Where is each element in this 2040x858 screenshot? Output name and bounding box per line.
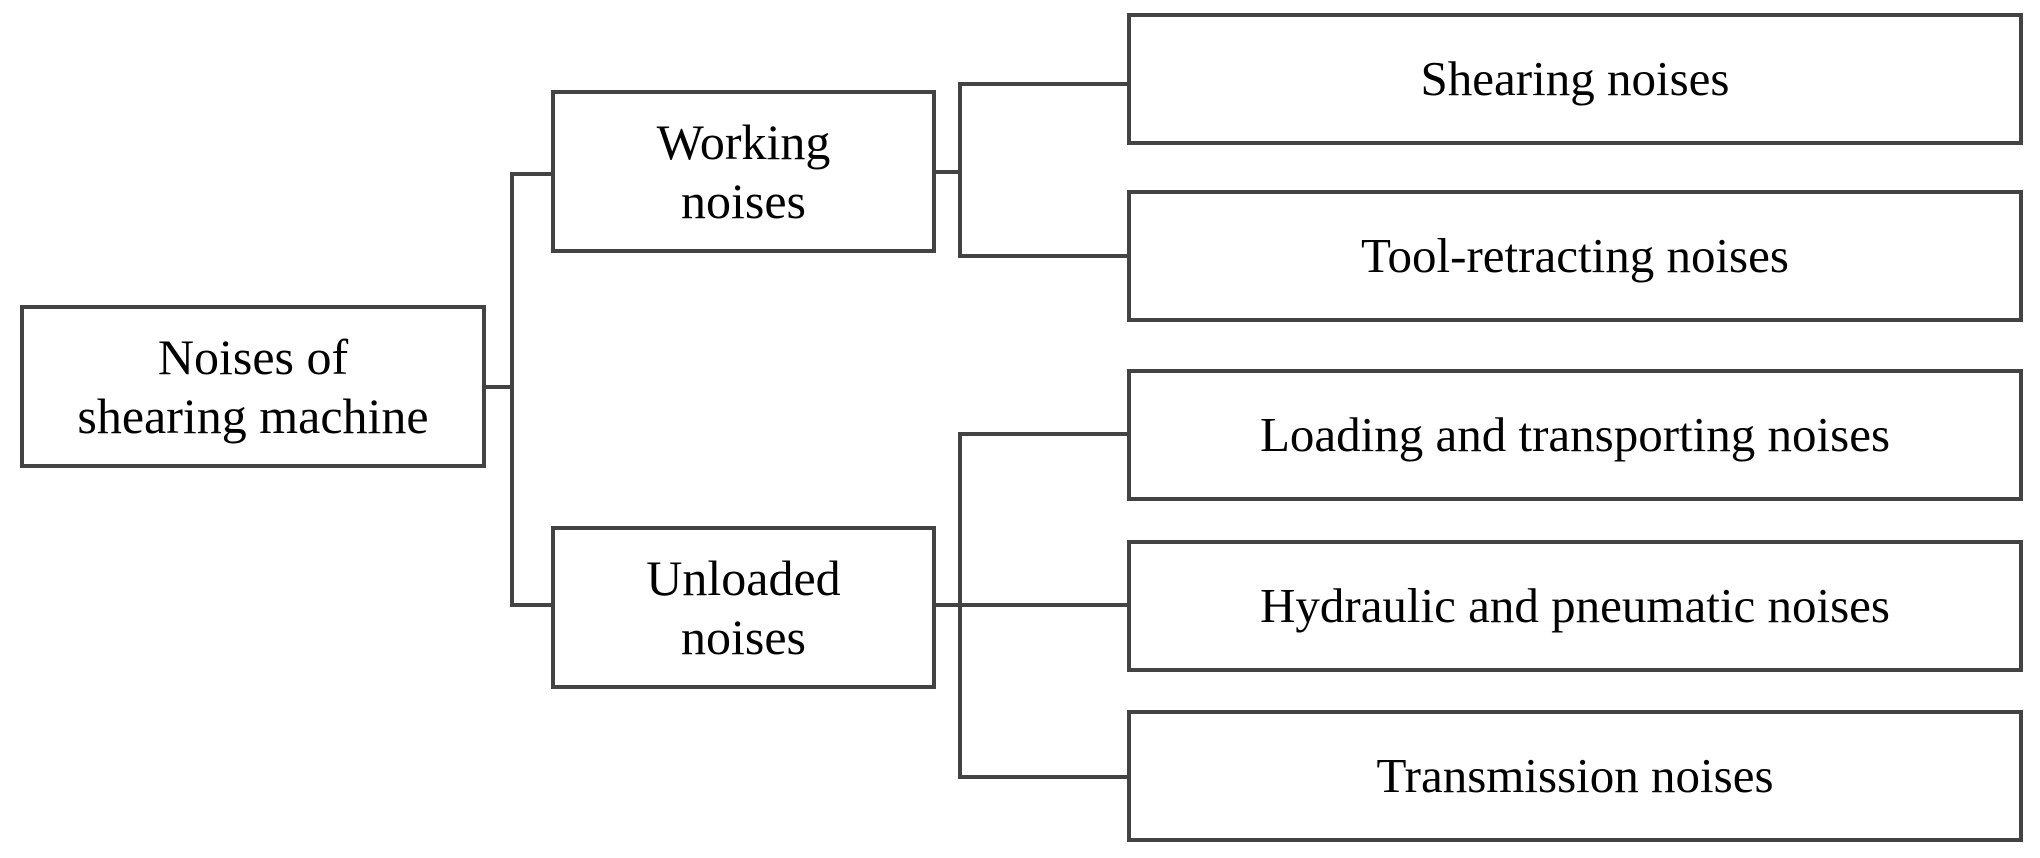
node-shearing-noises: Shearing noises <box>1127 13 2023 145</box>
connector-root-to-working <box>510 172 555 176</box>
node-root-noises-of-shearing-machine: Noises of shearing machine <box>20 305 486 468</box>
node-working-noises: Working noises <box>551 90 936 253</box>
connector-root-to-unloaded <box>510 603 555 607</box>
connector-unloaded-to-loading <box>958 432 1130 436</box>
connector-unloaded-stub <box>934 603 962 607</box>
node-root-label: Noises of shearing machine <box>77 328 429 444</box>
node-loading-and-transporting-noises-label: Loading and transporting noises <box>1259 407 1891 463</box>
node-hydraulic-and-pneumatic-noises: Hydraulic and pneumatic noises <box>1127 540 2023 672</box>
node-unloaded-noises: Unloaded noises <box>551 526 936 689</box>
connector-working-stub <box>934 170 962 174</box>
node-tool-retracting-noises: Tool-retracting noises <box>1127 190 2023 322</box>
node-unloaded-noises-label: Unloaded noises <box>646 549 841 665</box>
node-shearing-noises-label: Shearing noises <box>1420 51 1730 107</box>
connector-working-to-shearing <box>958 82 1130 86</box>
node-hydraulic-and-pneumatic-noises-label: Hydraulic and pneumatic noises <box>1259 578 1890 634</box>
connector-unloaded-to-transmission <box>958 775 1130 779</box>
node-working-noises-label: Working noises <box>656 113 831 229</box>
node-transmission-noises-label: Transmission noises <box>1376 748 1774 804</box>
node-loading-and-transporting-noises: Loading and transporting noises <box>1127 369 2023 501</box>
connector-root-trunk <box>510 172 514 607</box>
connector-unloaded-to-hydraulic <box>958 603 1130 607</box>
connector-working-to-tool-retracting <box>958 254 1130 258</box>
connector-working-bus <box>958 82 962 258</box>
node-transmission-noises: Transmission noises <box>1127 710 2023 842</box>
node-tool-retracting-noises-label: Tool-retracting noises <box>1361 228 1789 284</box>
connector-root-stub <box>486 385 514 389</box>
